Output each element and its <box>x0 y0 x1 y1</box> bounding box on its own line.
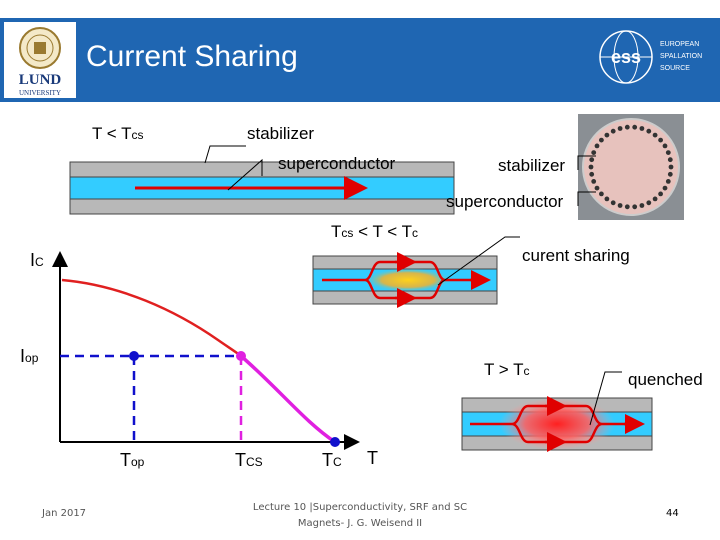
cs-label-stabilizer: stabilizer <box>498 156 566 175</box>
strand <box>617 203 623 208</box>
strand <box>665 150 671 156</box>
ess-logo-text: ess <box>611 47 641 67</box>
x-tick-tcs: TCS <box>235 450 263 470</box>
strand <box>599 191 604 197</box>
conductor-quenched <box>461 396 653 452</box>
strand <box>610 128 616 134</box>
conductor-current-sharing <box>312 252 498 308</box>
strand <box>610 200 616 206</box>
strand <box>668 164 674 170</box>
label-quenched: quenched <box>628 370 703 389</box>
strand <box>652 132 658 138</box>
x-axis-label: T <box>367 448 378 468</box>
heat-zone-red <box>499 398 615 450</box>
strand <box>589 157 595 163</box>
page-title: Current Sharing <box>86 40 298 73</box>
y-axis-label: IC <box>30 250 44 270</box>
strand <box>588 164 594 170</box>
strand <box>604 196 610 202</box>
page-number: 44 <box>666 508 679 519</box>
critical-current-curve <box>61 278 242 357</box>
superconductor-leader-line <box>227 158 263 191</box>
footer-date: Jan 2017 <box>42 508 87 519</box>
lund-logo-text: LUND <box>19 72 62 88</box>
strand <box>646 128 652 134</box>
footer-lecture: Lecture 10 |Superconductivity, SRF and S… <box>252 502 468 529</box>
cs-stabilizer-leader <box>577 155 596 170</box>
strand <box>624 204 630 210</box>
critical-current-graph <box>52 251 360 450</box>
strand <box>589 171 595 177</box>
x-tick-top: Top <box>120 450 145 470</box>
strand <box>604 132 610 138</box>
lund-logo-sub: UNIVERSITY <box>19 89 61 97</box>
strand <box>591 179 597 184</box>
cs-superconductor-leader <box>577 191 596 206</box>
strand <box>639 203 645 208</box>
label-superconductor: superconductor <box>278 154 396 173</box>
label-stabilizer: stabilizer <box>247 124 315 143</box>
strand <box>617 126 623 131</box>
condition-quenched: T > Tc <box>484 360 530 379</box>
strand <box>632 204 638 210</box>
lund-seal-icon: LUND UNIVERSITY <box>19 27 62 97</box>
tcs-point <box>236 351 246 361</box>
stabilizer-leader-line <box>204 145 246 164</box>
iop-label: Iop <box>20 346 39 366</box>
heat-zone-yellow <box>364 268 452 292</box>
cs-label-superconductor: superconductor <box>446 192 564 211</box>
strand <box>667 157 673 163</box>
ess-logo: ess EUROPEAN SPALLATION SOURCE <box>594 24 710 90</box>
strand <box>662 143 668 149</box>
x-tick-tc: TC <box>322 450 342 470</box>
strand <box>658 191 663 197</box>
strand <box>665 179 671 184</box>
strand <box>632 124 638 130</box>
strand <box>652 196 658 202</box>
strand <box>591 150 597 156</box>
ess-globe-icon: ess EUROPEAN SPALLATION SOURCE <box>599 30 702 84</box>
quenched-leader <box>589 371 622 426</box>
lund-university-logo: LUND UNIVERSITY <box>4 22 76 98</box>
condition-normal: T < Tcs <box>92 124 144 143</box>
strand <box>667 171 673 177</box>
current-sharing-curve <box>239 354 336 444</box>
current-sharing-leader <box>437 236 520 286</box>
stabilizer-bottom-layer <box>69 198 455 215</box>
strand <box>599 137 604 143</box>
strand <box>658 137 663 143</box>
strand <box>624 124 630 130</box>
ess-side-line-3: SOURCE <box>660 65 690 72</box>
cable-cross-section-image <box>578 114 684 220</box>
strand <box>594 185 600 191</box>
tc-point <box>330 437 340 447</box>
strand <box>646 200 652 206</box>
ess-side-line-1: EUROPEAN <box>660 41 699 48</box>
strand <box>662 185 668 191</box>
strand <box>594 143 600 149</box>
condition-sharing: Tcs < T < Tc <box>331 222 418 241</box>
strand <box>639 126 645 131</box>
label-current-sharing: curent sharing <box>522 246 630 265</box>
ess-side-line-2: SPALLATION <box>660 53 702 60</box>
operating-point <box>129 351 139 361</box>
